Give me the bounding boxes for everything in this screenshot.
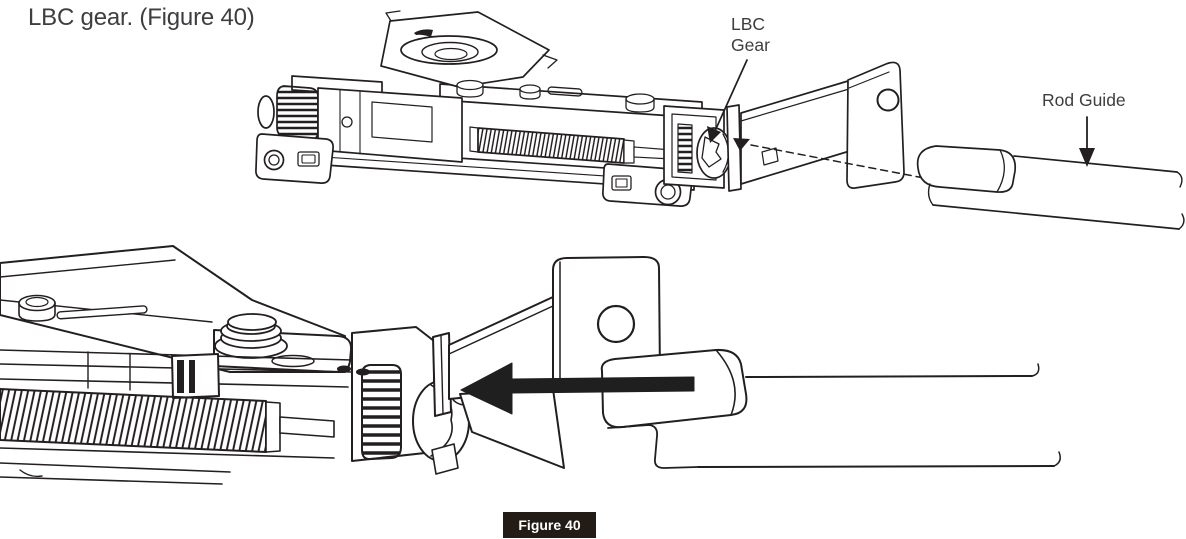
label-rod-guide: Rod Guide xyxy=(1042,90,1126,110)
lbc-gear-large xyxy=(361,364,402,461)
rod-guide-arrow-icon xyxy=(1079,148,1095,167)
page-heading: LBC gear. (Figure 40) xyxy=(28,4,255,31)
rod-bottom xyxy=(607,363,1061,469)
insertion-arrow-icon xyxy=(460,362,695,415)
top-assembly xyxy=(255,10,1185,230)
pivot-cap xyxy=(214,313,288,359)
bracket-hole-top xyxy=(876,88,900,112)
lbc-gear-leader-line xyxy=(714,59,748,132)
rod-top xyxy=(927,155,1185,230)
figure-caption: Figure 40 xyxy=(503,512,596,538)
top-mounting-bracket xyxy=(726,61,905,192)
left-gear-wheel xyxy=(276,85,319,141)
bracket-hole-bottom xyxy=(596,304,636,344)
lbc-gear-pointer-icon xyxy=(707,126,721,143)
bottom-assembly xyxy=(0,245,1061,485)
label-lbc-gear-line2: Gear xyxy=(731,35,770,55)
label-lbc-gear: LBC Gear xyxy=(731,14,770,56)
rod-guide-sleeve-top xyxy=(916,145,1017,193)
alignment-pointer-icon xyxy=(733,138,750,151)
coil-spring-bottom xyxy=(0,388,335,453)
coil-spring-top xyxy=(469,126,673,164)
label-lbc-gear-line1: LBC xyxy=(731,14,766,34)
top-plate xyxy=(380,10,558,88)
alignment-dashed-line xyxy=(750,144,925,179)
